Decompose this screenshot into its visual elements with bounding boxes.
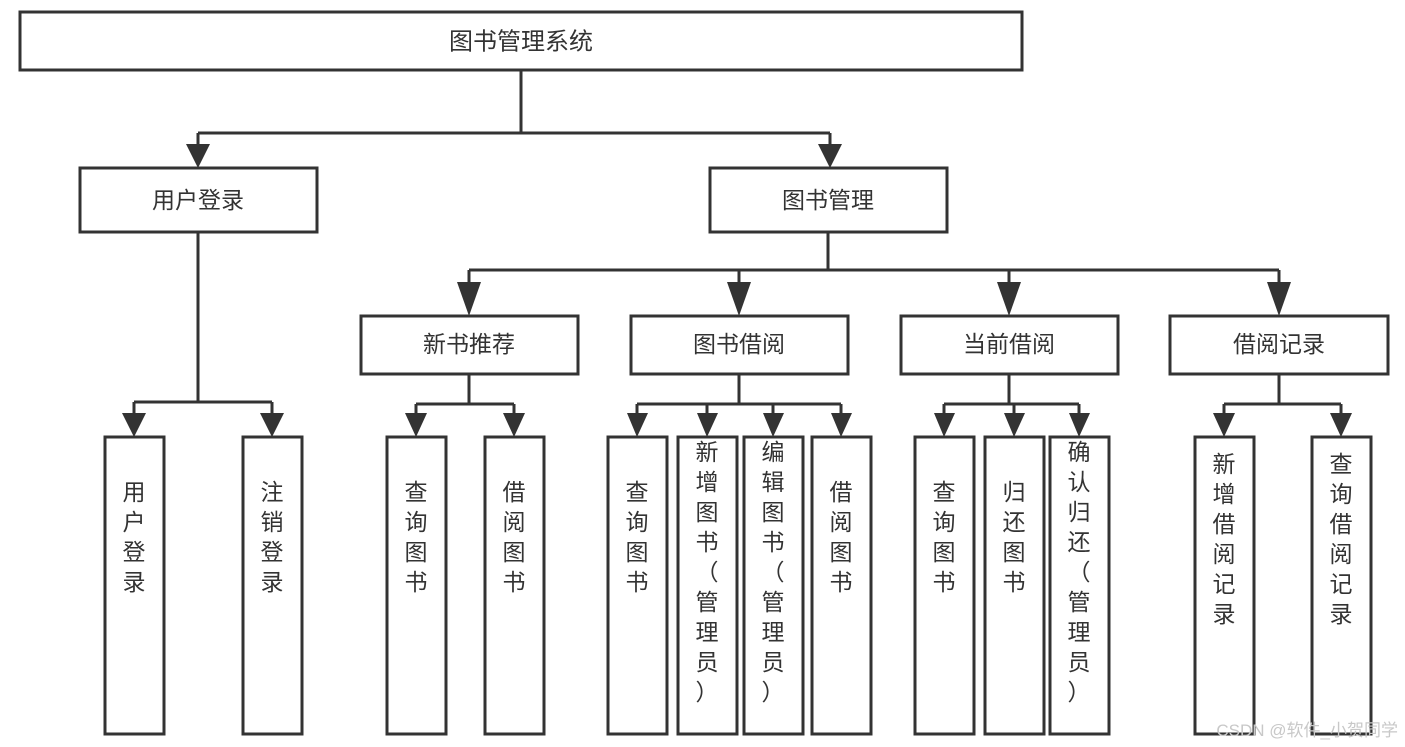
node-leaf-query-book-current[interactable]: 查询图书 (913, 435, 976, 736)
node-leaf-user-login-label: 用户登录 (123, 479, 146, 595)
node-new-book-recommend-label: 新书推荐 (423, 331, 515, 357)
arrowhead-icon (997, 282, 1021, 316)
edge-bookborrow-to-leaves-bus (635, 374, 843, 419)
arrowhead-icon (763, 413, 784, 437)
node-leaf-query-book-borrow-label: 查询图书 (626, 479, 649, 595)
node-leaf-borrow-book-recommend-box[interactable] (483, 435, 546, 736)
node-leaf-add-book-label: 新增图书（管理员） (696, 439, 719, 705)
node-current-borrow-box[interactable] (899, 314, 1120, 376)
node-leaf-user-logout[interactable]: 注销登录 (241, 435, 304, 736)
edge-userlogin-to-children-bus (132, 232, 274, 419)
csdn-watermark: CSDN @软件_小贺同学 (1216, 721, 1398, 740)
node-leaf-borrow-book-recommend-label: 借阅图书 (503, 479, 526, 595)
arrowhead-icon (727, 282, 751, 316)
arrowhead-icon (457, 282, 481, 316)
node-leaf-query-borrow-record-box[interactable] (1310, 435, 1373, 736)
node-leaf-borrow-book-box[interactable] (810, 435, 873, 736)
node-leaf-borrow-book[interactable]: 借阅图书 (810, 435, 873, 736)
edge-borrowrecord-to-leaves-bus (1222, 374, 1343, 419)
node-book-borrow-label: 图书借阅 (693, 331, 785, 357)
edge-newbook-to-leaves-bus (414, 374, 516, 419)
arrowhead-icon (1213, 413, 1235, 437)
node-root[interactable]: 图书管理系统 (18, 10, 1024, 72)
arrowhead-icon (934, 413, 955, 437)
edge-bookmgmt-to-level3-bus (467, 232, 1281, 288)
node-book-borrow[interactable]: 图书借阅 (629, 314, 850, 376)
node-leaf-user-login[interactable]: 用户登录 (103, 435, 166, 736)
node-book-management-box[interactable] (708, 166, 949, 234)
node-leaf-return-book-label: 归还图书 (1003, 479, 1026, 595)
node-leaf-confirm-return-box[interactable] (1048, 435, 1111, 736)
node-book-management-label: 图书管理 (782, 187, 874, 213)
node-leaf-add-book-box[interactable] (676, 435, 739, 736)
arrowhead-icon (1267, 282, 1291, 316)
arrowhead-icon (818, 144, 842, 168)
node-leaf-query-book-borrow-box[interactable] (606, 435, 669, 736)
arrowheads-layer (122, 144, 1352, 437)
node-leaf-query-book-recommend-label: 查询图书 (405, 479, 428, 595)
node-leaf-user-logout-box[interactable] (241, 435, 304, 736)
arrowhead-icon (1069, 413, 1090, 437)
edge-currentborrow-to-leaves-bus (942, 374, 1081, 419)
node-leaf-borrow-book-label: 借阅图书 (830, 479, 853, 595)
arrowhead-icon (405, 413, 427, 437)
node-leaf-query-book-borrow[interactable]: 查询图书 (606, 435, 669, 736)
node-leaf-query-borrow-record[interactable]: 查询借阅记录 (1310, 435, 1373, 736)
node-current-borrow-label: 当前借阅 (963, 331, 1055, 357)
node-user-login[interactable]: 用户登录 (78, 166, 319, 234)
arrowhead-icon (1330, 413, 1352, 437)
node-leaf-edit-book-box[interactable] (742, 435, 805, 736)
arrowhead-icon (697, 413, 718, 437)
node-leaf-confirm-return-label: 确认归还（管理员） (1068, 439, 1091, 705)
node-borrow-record-label: 借阅记录 (1233, 331, 1325, 357)
node-leaf-edit-book[interactable]: 编辑图书（管理员） (742, 435, 805, 736)
edges-layer (132, 70, 1343, 419)
node-leaf-query-book-recommend[interactable]: 查询图书 (385, 435, 448, 736)
edge-root-to-level2-bus (196, 70, 832, 150)
node-leaf-add-borrow-record-label: 新增借阅记录 (1213, 451, 1236, 627)
node-leaf-query-book-recommend-box[interactable] (385, 435, 448, 736)
node-leaf-edit-book-label: 编辑图书（管理员） (762, 439, 785, 705)
node-leaf-return-book-box[interactable] (983, 435, 1046, 736)
node-borrow-record-box[interactable] (1168, 314, 1390, 376)
node-leaf-borrow-book-recommend[interactable]: 借阅图书 (483, 435, 546, 736)
node-leaf-return-book[interactable]: 归还图书 (983, 435, 1046, 736)
node-new-book-recommend[interactable]: 新书推荐 (359, 314, 580, 376)
node-new-book-recommend-box[interactable] (359, 314, 580, 376)
node-leaf-add-borrow-record[interactable]: 新增借阅记录 (1193, 435, 1256, 736)
node-user-login-label: 用户登录 (152, 187, 244, 213)
node-root-label: 图书管理系统 (449, 28, 593, 55)
node-leaf-query-book-current-box[interactable] (913, 435, 976, 736)
node-user-login-box[interactable] (78, 166, 319, 234)
arrowhead-icon (1004, 413, 1025, 437)
node-current-borrow[interactable]: 当前借阅 (899, 314, 1120, 376)
arrowhead-icon (260, 413, 284, 437)
arrowhead-icon (831, 413, 852, 437)
arrowhead-icon (122, 413, 146, 437)
node-leaf-user-login-box[interactable] (103, 435, 166, 736)
node-root-box[interactable] (18, 10, 1024, 72)
arrowhead-icon (186, 144, 210, 168)
node-leaf-query-borrow-record-label: 查询借阅记录 (1330, 451, 1353, 627)
node-borrow-record[interactable]: 借阅记录 (1168, 314, 1390, 376)
node-leaf-add-borrow-record-box[interactable] (1193, 435, 1256, 736)
node-leaf-add-book[interactable]: 新增图书（管理员） (676, 435, 739, 736)
node-book-borrow-box[interactable] (629, 314, 850, 376)
arrowhead-icon (503, 413, 525, 437)
node-leaf-user-logout-label: 注销登录 (261, 479, 284, 595)
node-book-management[interactable]: 图书管理 (708, 166, 949, 234)
node-leaf-confirm-return[interactable]: 确认归还（管理员） (1048, 435, 1111, 736)
leaf-nodes-layer: 用户登录 注销登录 查询图书 借阅图书 查询图书 新增图书（管理员） (103, 435, 1373, 736)
arrowhead-icon (627, 413, 648, 437)
node-leaf-query-book-current-label: 查询图书 (933, 479, 956, 595)
